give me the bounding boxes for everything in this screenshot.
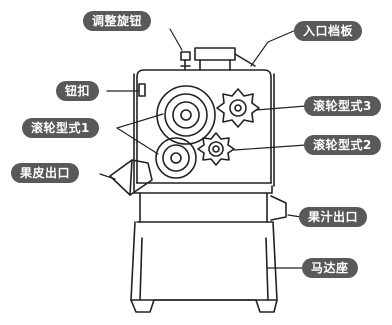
peel-outlet-chute	[109, 159, 153, 196]
motor-base	[130, 185, 278, 313]
label-motor-base: 马达座	[302, 258, 358, 278]
upper-housing	[133, 69, 275, 187]
label-inlet-baffle: 入口档板	[294, 21, 363, 41]
label-roller-type-1: 滚轮型式1	[22, 118, 99, 138]
roller-type-2-gear	[197, 132, 235, 166]
roller-type-1-lower	[155, 137, 197, 179]
label-peel-outlet: 果皮出口	[11, 163, 80, 183]
label-roller-type-3: 滚轮型式3	[304, 96, 381, 116]
buckle	[138, 83, 146, 97]
leader-lines	[99, 28, 307, 269]
label-adjust-knob: 调整旋钮	[83, 11, 152, 31]
inlet-baffle	[194, 47, 256, 71]
roller-type-3-gear	[216, 88, 260, 128]
label-buckle: 钮扣	[56, 81, 100, 101]
label-juice-outlet: 果汁出口	[299, 207, 368, 227]
label-roller-type-2: 滚轮型式2	[304, 135, 381, 155]
juice-outlet-spout	[270, 195, 287, 221]
adjust-knob	[180, 51, 191, 71]
roller-type-1-upper	[156, 85, 216, 145]
